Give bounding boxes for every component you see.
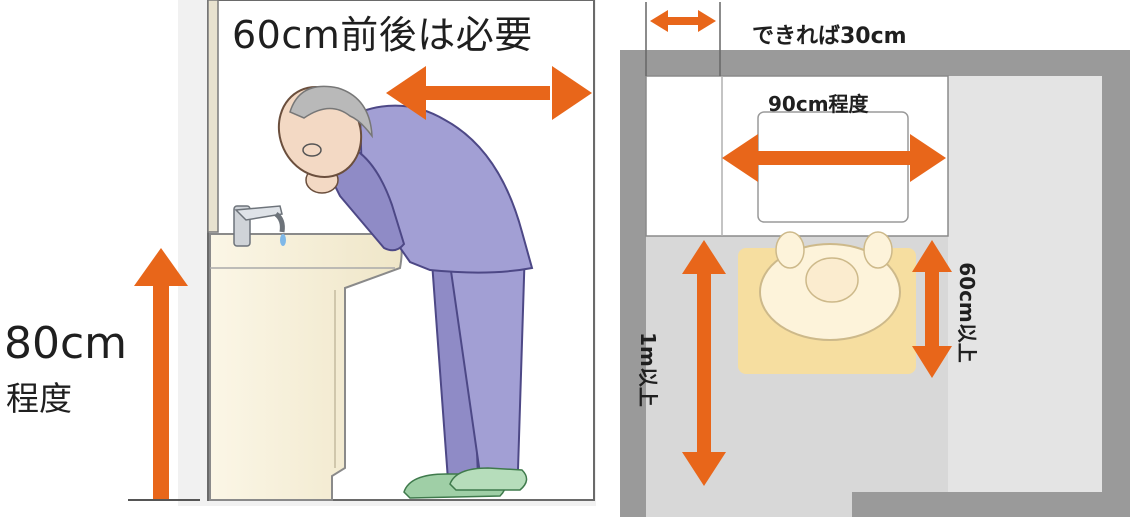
water-drop: [280, 234, 286, 246]
side-clearance-label: できれば30cm: [752, 24, 907, 49]
width-arrow: [722, 134, 946, 182]
side-view: [128, 0, 596, 506]
reach-depth-label: 60cm前後は必要: [232, 13, 533, 57]
front-clearance-arrow: [682, 240, 726, 486]
elderly-person: [277, 85, 534, 499]
person-depth-label: 60cm以上: [954, 262, 979, 363]
person-top-view: [759, 231, 901, 341]
floor-plan: [620, 2, 1130, 517]
sink-width-label: 90cm程度: [768, 92, 869, 116]
depth-arrow: [386, 66, 592, 120]
faucet: [233, 205, 286, 247]
basin: [757, 111, 909, 223]
height-arrow: [128, 248, 200, 501]
sink-height-value: 80cm: [4, 318, 128, 369]
sink-height-suffix: 程度: [6, 379, 72, 418]
side-clearance-arrow: [645, 2, 721, 76]
front-clearance-label: 1m以上: [635, 332, 660, 407]
person-depth-arrow: [912, 240, 952, 378]
mirror-edge: [207, 0, 219, 233]
